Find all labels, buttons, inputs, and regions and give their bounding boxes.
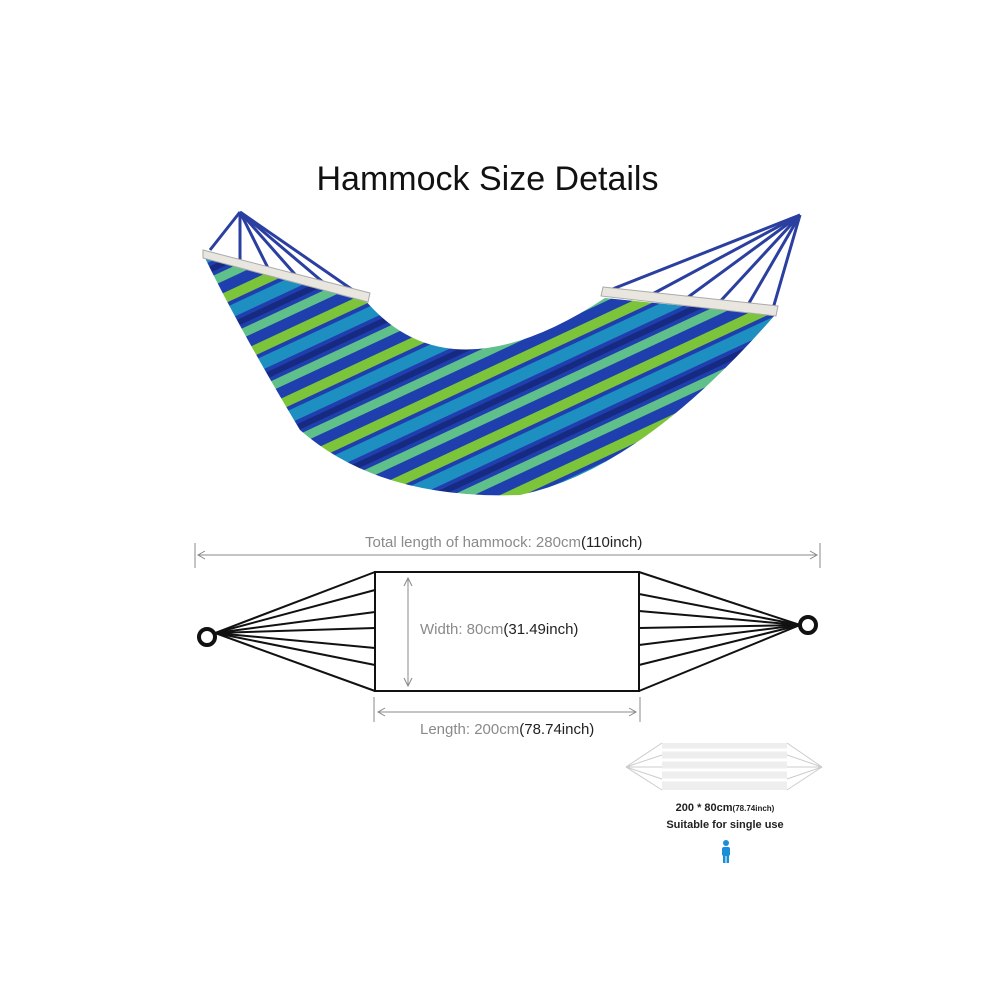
single-use-caption: 200 * 80cm(78.74inch) Suitable for singl… <box>600 800 850 833</box>
single-size: 200 * 80cm <box>675 802 733 814</box>
page-title: Hammock Size Details <box>316 160 659 198</box>
single-size-inch: (78.74inch) <box>732 804 775 813</box>
hammock-photo <box>202 210 802 496</box>
total-length-label: Total length of hammock: 280cm(110inch) <box>365 534 642 551</box>
width-inch: (31.49inch) <box>503 621 579 638</box>
length-label: Length: 200cm(78.74inch) <box>420 721 594 738</box>
dimension-diagram <box>194 543 821 722</box>
width-label: Width: 80cm(31.49inch) <box>420 621 578 638</box>
length-inch: (78.74inch) <box>519 721 595 738</box>
total-length-cm: Total length of hammock: 280cm <box>365 534 581 551</box>
total-length-inch: (110inch) <box>580 534 643 551</box>
person-icon <box>722 840 730 863</box>
single-use-note: Suitable for single use <box>666 819 784 831</box>
left-ring-icon <box>197 627 217 647</box>
width-cm: Width: 80cm <box>420 621 504 638</box>
length-cm: Length: 200cm <box>420 721 520 738</box>
right-ring-icon <box>798 615 818 635</box>
single-hammock-thumbnail <box>625 742 823 863</box>
